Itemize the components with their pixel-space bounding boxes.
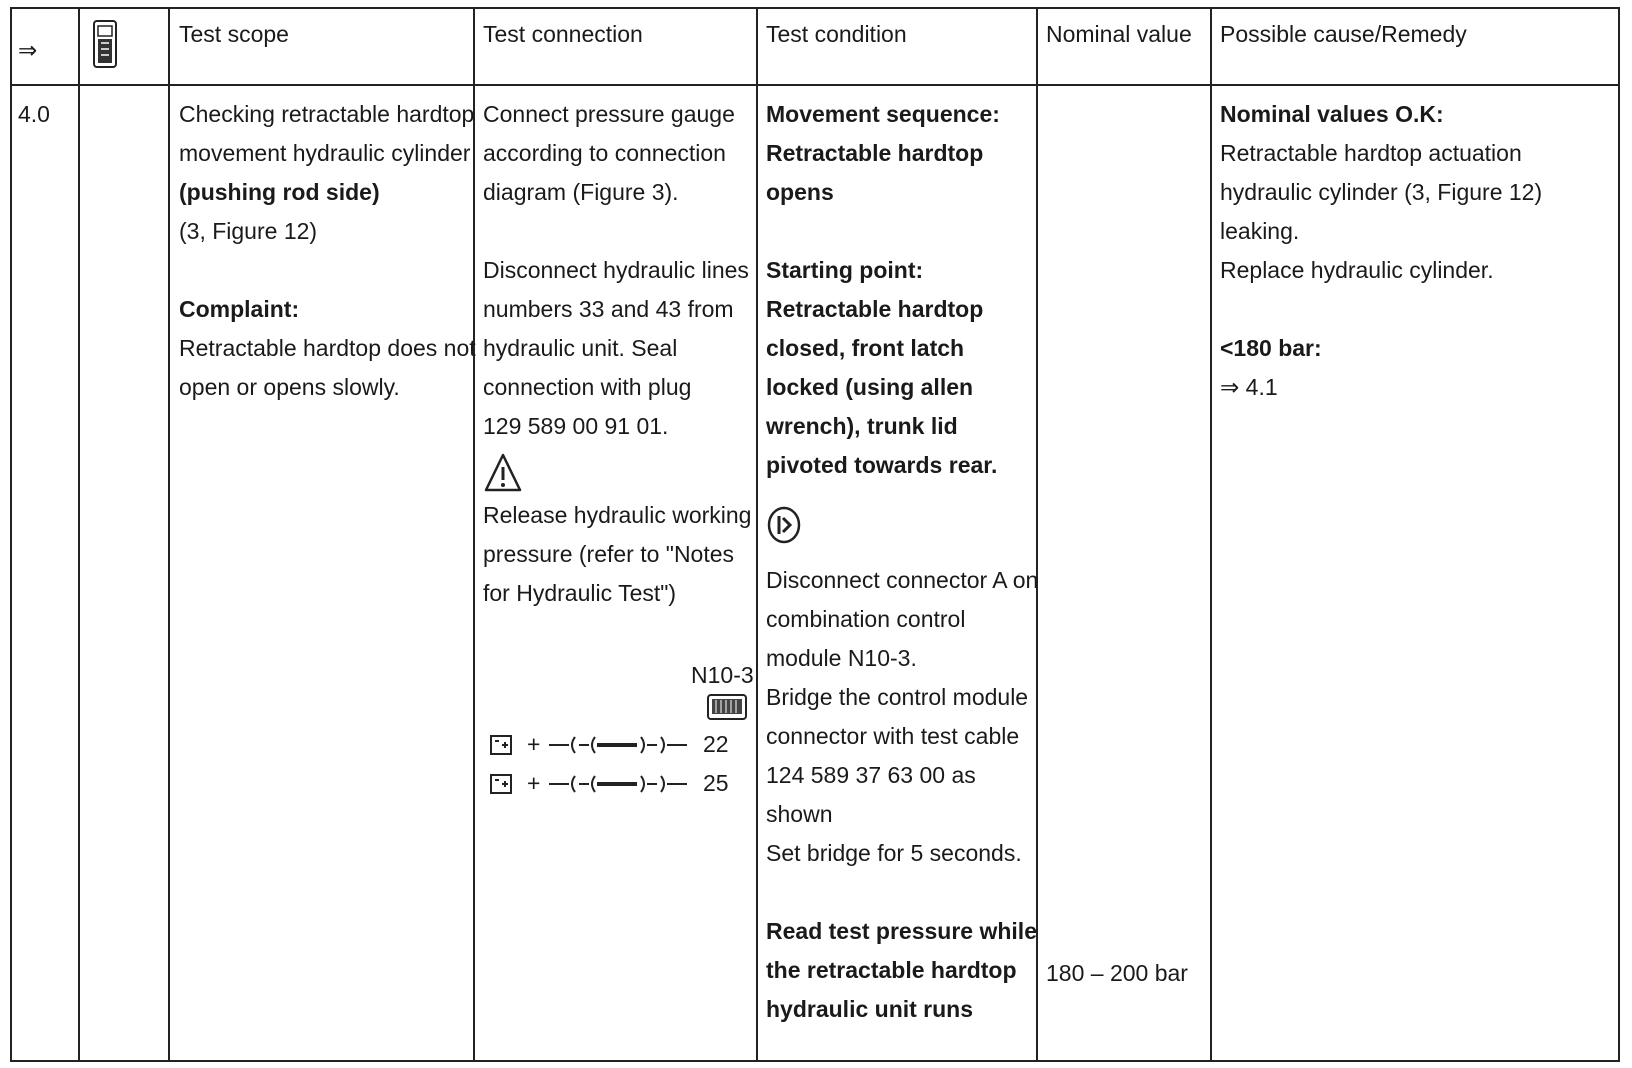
- connection-line: Connect pressure gauge: [483, 101, 735, 127]
- complaint-line: Retractable hardtop does not: [179, 335, 476, 361]
- connection-line: connection with plug: [483, 374, 692, 400]
- condition-line: Set bridge for 5 seconds.: [766, 840, 1022, 866]
- header-test-scope: Test scope: [179, 21, 289, 47]
- condition-bold-line: locked (using allen: [766, 374, 974, 400]
- connection-line: 129 589 00 91 01.: [483, 413, 669, 439]
- condition-line: Disconnect connector A on: [766, 567, 1039, 593]
- connection-line: hydraulic unit. Seal: [483, 335, 678, 361]
- connection-line: numbers 33 and 43 from: [483, 296, 734, 322]
- scope-line: Checking retractable hardtop: [179, 101, 475, 127]
- condition-line: 124 589 37 63 00 as: [766, 762, 976, 788]
- ignition-icon: [766, 505, 1038, 561]
- col-divider: [756, 9, 758, 1060]
- connection-line: Release hydraulic working: [483, 502, 752, 528]
- wire-row-25: + 25: [489, 768, 749, 802]
- scope-line: movement hydraulic cylinder: [179, 140, 471, 166]
- connection-line: diagram (Figure 3).: [483, 179, 679, 205]
- col-divider: [78, 9, 80, 1060]
- test-table: ⇒ Test scope Test connection Test condit…: [10, 7, 1620, 1062]
- col-divider: [168, 9, 170, 1060]
- test-connection-cell: Connect pressure gauge according to conn…: [483, 95, 751, 613]
- complaint-title: Complaint:: [179, 296, 300, 322]
- connection-line: Disconnect hydraulic lines: [483, 257, 749, 283]
- test-scope-cell: Checking retractable hardtop movement hy…: [179, 95, 476, 407]
- connection-line: for Hydraulic Test"): [483, 580, 677, 606]
- warning-triangle-icon: [483, 452, 751, 496]
- condition-bold-line: Retractable hardtop: [766, 140, 984, 166]
- connector-icon: [706, 692, 748, 722]
- cause-line: hydraulic cylinder (3, Figure 12): [1220, 179, 1543, 205]
- step-number: 4.0: [18, 101, 50, 127]
- condition-bold-line: Read test pressure while: [766, 918, 1037, 944]
- pin-number: 25: [703, 770, 729, 796]
- ok-title: Nominal values O.K:: [1220, 101, 1444, 127]
- col-divider: [1210, 9, 1212, 1060]
- test-condition-cell: Movement sequence: Retractable hardtop o…: [766, 95, 1038, 1029]
- cause-line: Retractable hardtop actuation: [1220, 140, 1522, 166]
- condition-bold-line: Movement sequence:: [766, 101, 1000, 127]
- condition-bold-line: Retractable hardtop: [766, 296, 984, 322]
- condition-line: module N10-3.: [766, 645, 917, 671]
- header-possible-cause: Possible cause/Remedy: [1220, 21, 1467, 47]
- condition-line: shown: [766, 801, 833, 827]
- condition-bold-line: opens: [766, 179, 834, 205]
- scope-ref: (3, Figure 12): [179, 218, 318, 244]
- condition-bold-line: pivoted towards rear.: [766, 452, 998, 478]
- scope-bold-line: (pushing rod side): [179, 179, 380, 205]
- battery-plus-icon: [489, 772, 513, 796]
- header-test-condition: Test condition: [766, 21, 907, 47]
- col-divider: [1036, 9, 1038, 1060]
- condition-bold-line: hydraulic unit runs: [766, 996, 974, 1022]
- test-cable-icon: [549, 772, 689, 796]
- diagnostic-tester-icon: [92, 19, 120, 71]
- condition-line: combination control: [766, 606, 966, 632]
- test-cable-icon: [549, 733, 689, 757]
- condition-bold-line: wrench), trunk lid: [766, 413, 958, 439]
- possible-cause-cell: Nominal values O.K: Retractable hardtop …: [1220, 95, 1542, 407]
- pin-number: 22: [703, 731, 729, 757]
- connection-line: pressure (refer to "Notes: [483, 541, 735, 567]
- module-label: N10-3: [691, 662, 754, 688]
- header-divider: [12, 84, 1618, 86]
- low-ref-link[interactable]: ⇒ 4.1: [1220, 374, 1278, 400]
- wire-row-22: + 22: [489, 729, 749, 763]
- header-test-connection: Test connection: [483, 21, 643, 47]
- condition-line: connector with test cable: [766, 723, 1020, 749]
- cause-line: leaking.: [1220, 218, 1300, 244]
- condition-line: Bridge the control module: [766, 684, 1029, 710]
- battery-plus-icon: [489, 733, 513, 757]
- condition-bold-line: the retractable hardtop: [766, 957, 1017, 983]
- condition-bold-line: Starting point:: [766, 257, 924, 283]
- connection-line: according to connection: [483, 140, 726, 166]
- cause-line: Replace hydraulic cylinder.: [1220, 257, 1494, 283]
- plus-sign: +: [527, 731, 541, 757]
- plus-sign: +: [527, 770, 541, 796]
- complaint-line: open or opens slowly.: [179, 374, 400, 400]
- col-divider: [473, 9, 475, 1060]
- low-title: <180 bar:: [1220, 335, 1322, 361]
- header-nominal-value: Nominal value: [1046, 21, 1192, 47]
- condition-bold-line: closed, front latch: [766, 335, 965, 361]
- header-arrow: ⇒: [18, 37, 38, 63]
- nominal-value: 180 – 200 bar: [1046, 960, 1188, 986]
